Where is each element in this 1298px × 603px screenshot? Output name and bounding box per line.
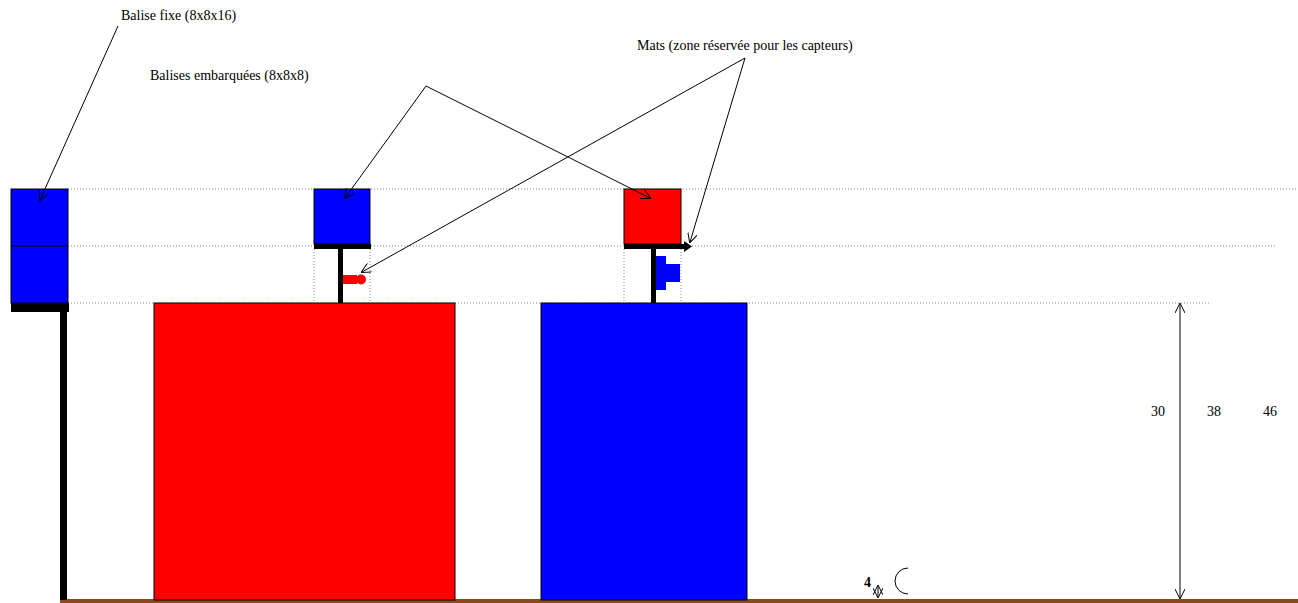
- dimension-line: [878, 586, 879, 597]
- mast: [338, 249, 343, 303]
- red-robot: [154, 303, 455, 600]
- level-lines: [68, 189, 1298, 303]
- sensor: [343, 275, 357, 284]
- dimension-line: [1180, 304, 1181, 598]
- part-label: Mats (zone réservée pour les capteurs): [637, 38, 853, 54]
- ground-arc: [895, 568, 908, 594]
- dimension: 46: [1263, 404, 1277, 420]
- part-label: Balise fixe (8x8x16): [121, 8, 236, 24]
- dimension: 38: [1207, 404, 1221, 420]
- onboard-beacon: [624, 189, 681, 244]
- sensor: [656, 256, 666, 290]
- onboard-beacon: [314, 189, 370, 244]
- leader-lines: [40, 26, 745, 272]
- blue-robot: [541, 303, 747, 600]
- part-label: Balises embarquées (8x8x8): [150, 68, 309, 84]
- dimension: 4: [864, 575, 871, 591]
- dimension: 30: [1151, 404, 1165, 420]
- mast: [651, 249, 656, 303]
- fixed-beacon: [11, 189, 68, 303]
